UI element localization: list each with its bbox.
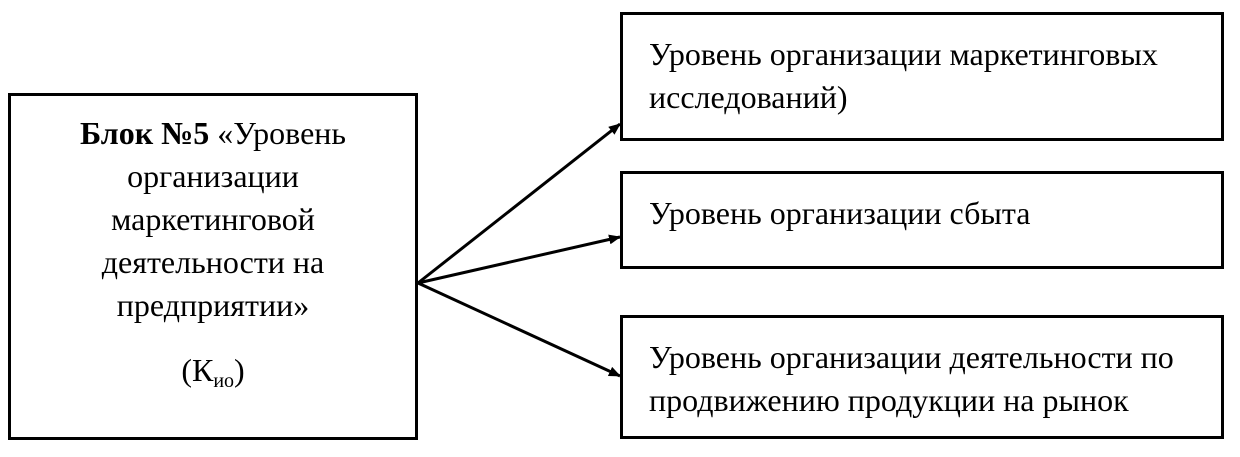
arrow-to-promotion: [417, 281, 621, 378]
target-box-research: Уровень организации маркетинговых исслед…: [620, 12, 1224, 141]
main-block: Блок №5 «Уровень организации маркетингов…: [8, 93, 418, 440]
code-open: (К: [181, 352, 214, 388]
code-close: ): [234, 352, 245, 388]
target-label-research: Уровень организации маркетинговых исслед…: [649, 36, 1158, 115]
arrow-to-sales: [417, 234, 621, 285]
code-subscript: ио: [213, 370, 235, 392]
block-number: Блок №5: [80, 115, 210, 151]
main-block-title-line: Блок №5 «Уровень: [11, 112, 415, 155]
main-block-code: (Кио): [11, 349, 415, 392]
target-label-promotion: Уровень организации деятельности по прод…: [649, 339, 1174, 418]
arrow-to-research: [417, 122, 621, 285]
main-block-text-line-4: деятельности на: [101, 244, 325, 280]
main-block-text-line-5: предприятии»: [116, 287, 310, 323]
main-block-text-line-2: организации: [127, 158, 299, 194]
target-label-sales: Уровень организации сбыта: [649, 195, 1031, 231]
target-box-sales: Уровень организации сбыта: [620, 171, 1224, 269]
main-block-text-line-1: «Уровень: [209, 115, 346, 151]
target-box-promotion: Уровень организации деятельности по прод…: [620, 315, 1224, 439]
main-block-text-line-3: маркетинговой: [111, 201, 315, 237]
